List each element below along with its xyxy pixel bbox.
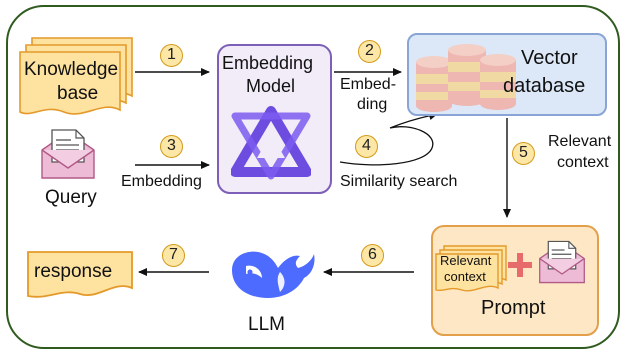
prompt-document-label-line2: context [444,269,486,284]
prompt-envelope-icon [539,240,585,284]
plus-icon [508,253,532,277]
response-label: response [34,261,113,282]
step-badge-6: 6 [361,244,384,267]
embedding-step3-label: Embedding [121,173,202,190]
embedding-step2-label-line1: Embed- [340,76,397,93]
prompt-label: Prompt [481,297,546,319]
step-badge-1: 1 [160,44,183,67]
step-badge-2: 2 [358,40,381,63]
document-stack-icon [19,37,133,115]
step-badge-3: 3 [160,135,183,158]
qwen-logo-icon [231,106,311,180]
step-badge-7: 7 [162,244,185,267]
deepseek-whale-icon [232,251,315,298]
envelope-icon [41,129,95,179]
relevant-context-document-icon [435,245,507,292]
step-badge-5: 5 [512,142,535,165]
relevant-context-label-line2: context [557,154,609,171]
knowledge-base-label-line1: Knowledge [24,59,119,80]
vector-database-title-line1: Vector [521,47,578,69]
diagram-frame [6,5,620,349]
knowledge-base-label-line2: base [57,83,99,104]
database-cylinders-icon [416,44,516,112]
query-label: Query [45,187,97,208]
step-badge-4: 4 [355,135,378,158]
prompt-document-label-line1: Relevant [440,253,492,268]
llm-label: LLM [248,314,285,335]
arrow-similarity-search [339,112,438,166]
similarity-search-label: Similarity search [340,173,458,190]
embedding-model-title-line2: Model [246,76,296,96]
embedding-model-title-line1: Embedding [222,53,314,73]
vector-database-title-line2: database [503,75,586,97]
relevant-context-label-line1: Relevant [548,133,612,150]
embedding-step2-label-line2: ding [357,96,388,113]
response-document-icon [27,251,133,298]
